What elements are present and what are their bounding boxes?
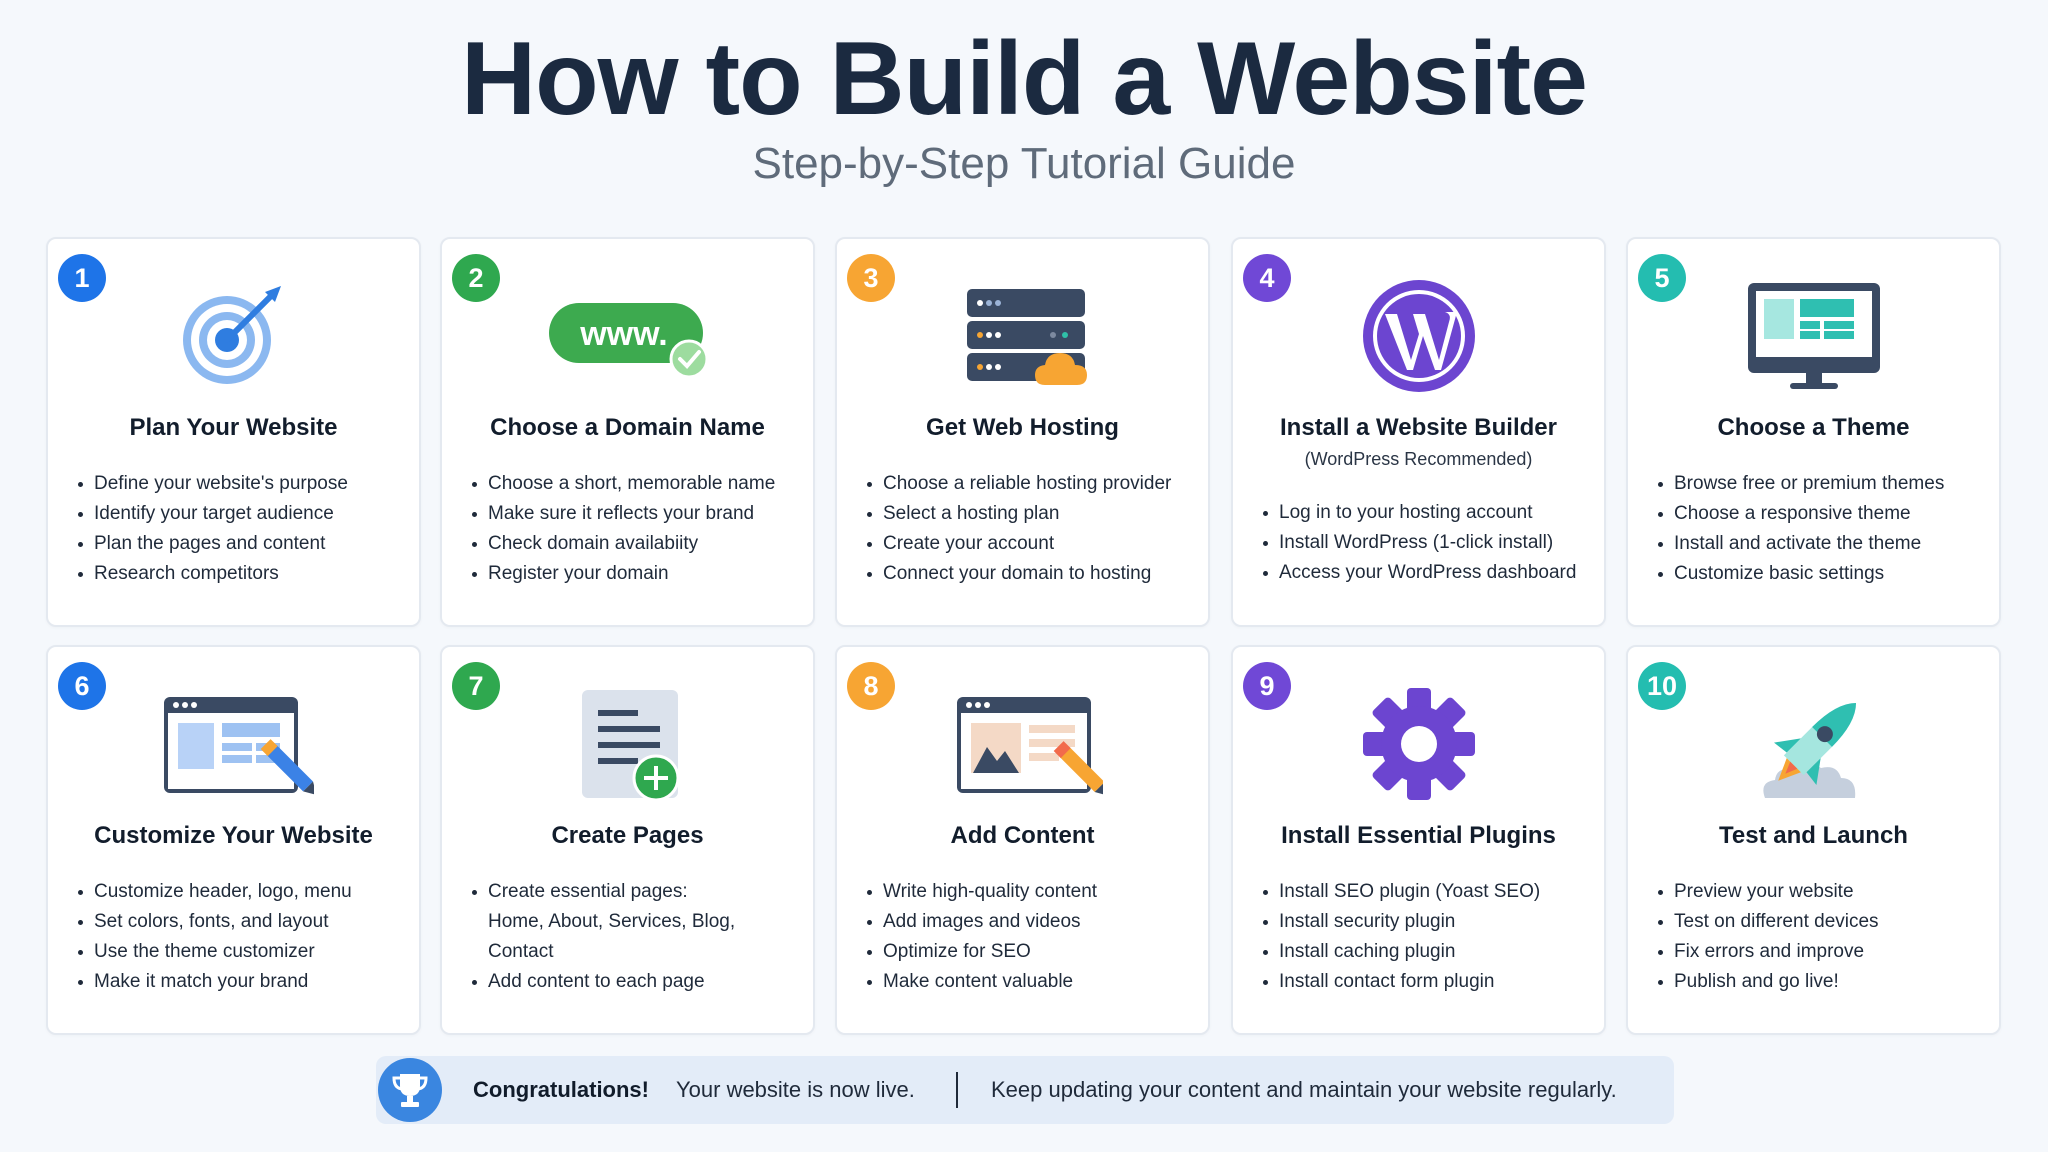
step-item: Make sure it reflects your brand bbox=[472, 499, 799, 529]
step-items: Install SEO plugin (Yoast SEO) Install s… bbox=[1263, 877, 1590, 997]
www-domain-icon: www. bbox=[442, 277, 813, 395]
step-number-badge: 9 bbox=[1243, 662, 1291, 710]
step-number-badge: 6 bbox=[58, 662, 106, 710]
step-title: Install a Website Builder bbox=[1280, 414, 1557, 441]
step-item: Register your domain bbox=[472, 559, 799, 589]
step-title: Install Essential Plugins bbox=[1281, 822, 1556, 849]
step-card-6: 6 Customize Your Website Customize heade… bbox=[46, 645, 421, 1035]
step-item: Create your account bbox=[867, 529, 1194, 559]
step-number-badge: 2 bbox=[452, 254, 500, 302]
step-item: Fix errors and improve bbox=[1658, 937, 1985, 967]
step-card-2: 2 www. Choose a Domain Name Choose a sho… bbox=[440, 237, 815, 627]
step-title: Choose a Theme bbox=[1717, 414, 1910, 441]
step-item: Select a hosting plan bbox=[867, 499, 1194, 529]
step-item: Add content to each page bbox=[472, 967, 799, 997]
step-item: Install and activate the theme bbox=[1658, 529, 1985, 559]
step-card-3: 3 Get Web Hosting Choose a reliable host… bbox=[835, 237, 1210, 627]
www-icon-text: www. bbox=[579, 315, 668, 353]
step-title: Choose a Domain Name bbox=[490, 414, 765, 441]
step-title: Customize Your Website bbox=[94, 822, 373, 849]
step-item: Publish and go live! bbox=[1658, 967, 1985, 997]
step-card-9: 9 Install Essential Plugins Install SEO … bbox=[1231, 645, 1606, 1035]
step-item: Install WordPress (1-click install) bbox=[1263, 528, 1590, 558]
trophy-icon bbox=[378, 1058, 442, 1122]
step-item: Optimize for SEO bbox=[867, 937, 1194, 967]
step-card-10: 10 Test and Launch Preview your website … bbox=[1626, 645, 2001, 1035]
step-number-badge: 1 bbox=[58, 254, 106, 302]
step-item: Identify your target audience bbox=[78, 499, 405, 529]
step-title: Test and Launch bbox=[1719, 822, 1908, 849]
step-item: Customize header, logo, menu bbox=[78, 877, 405, 907]
gear-icon bbox=[1233, 685, 1604, 803]
step-subtitle: (WordPress Recommended) bbox=[1304, 449, 1533, 469]
step-card-5: 5 Choose a Theme Browse free or premium … bbox=[1626, 237, 2001, 627]
step-card-7: 7 Create Pages Create essential pages: H… bbox=[440, 645, 815, 1035]
rocket-icon bbox=[1628, 685, 1999, 803]
step-item: Install SEO plugin (Yoast SEO) bbox=[1263, 877, 1590, 907]
add-page-icon bbox=[442, 685, 813, 803]
step-item: Set colors, fonts, and layout bbox=[78, 907, 405, 937]
step-number-badge: 5 bbox=[1638, 254, 1686, 302]
step-item: Choose a reliable hosting provider bbox=[867, 469, 1194, 499]
server-icon bbox=[837, 277, 1208, 395]
live-text: Your website is now live. bbox=[676, 1077, 915, 1102]
step-title: Plan Your Website bbox=[129, 414, 338, 441]
step-item: Install contact form plugin bbox=[1263, 967, 1590, 997]
step-title: Add Content bbox=[950, 822, 1095, 849]
congrats-text: Congratulations! bbox=[473, 1077, 649, 1102]
step-item: Check domain availabiity bbox=[472, 529, 799, 559]
step-item: Research competitors bbox=[78, 559, 405, 589]
step-item: Test on different devices bbox=[1658, 907, 1985, 937]
step-number-badge: 8 bbox=[847, 662, 895, 710]
keep-updating-text: Keep updating your content and maintain … bbox=[991, 1077, 1617, 1102]
step-title: Get Web Hosting bbox=[926, 414, 1119, 441]
step-number-badge: 7 bbox=[452, 662, 500, 710]
step-item: Use the theme customizer bbox=[78, 937, 405, 967]
step-items: Choose a short, memorable name Make sure… bbox=[472, 469, 799, 589]
congrats-banner: Congratulations! Your website is now liv… bbox=[376, 1056, 1674, 1124]
step-item: Browse free or premium themes bbox=[1658, 469, 1985, 499]
step-item: Access your WordPress dashboard bbox=[1263, 558, 1590, 588]
step-item: Choose a responsive theme bbox=[1658, 499, 1985, 529]
step-item: Install caching plugin bbox=[1263, 937, 1590, 967]
step-number-badge: 4 bbox=[1243, 254, 1291, 302]
step-item: Preview your website bbox=[1658, 877, 1985, 907]
target-icon bbox=[48, 277, 419, 395]
step-item: Make it match your brand bbox=[78, 967, 405, 997]
step-number-badge: 3 bbox=[847, 254, 895, 302]
wordpress-icon bbox=[1233, 277, 1604, 395]
step-item: Create essential pages: Home, About, Ser… bbox=[472, 877, 799, 967]
step-item: Install security plugin bbox=[1263, 907, 1590, 937]
step-items: Customize header, logo, menu Set colors,… bbox=[78, 877, 405, 997]
step-items: Create essential pages: Home, About, Ser… bbox=[472, 877, 799, 997]
step-item: Connect your domain to hosting bbox=[867, 559, 1194, 589]
step-card-1: 1 Plan Your Website Define your website'… bbox=[46, 237, 421, 627]
page-subtitle: Step-by-Step Tutorial Guide bbox=[752, 139, 1296, 188]
content-edit-icon bbox=[837, 685, 1208, 803]
monitor-theme-icon bbox=[1628, 277, 1999, 395]
step-items: Write high-quality content Add images an… bbox=[867, 877, 1194, 997]
step-card-4: 4 Install a Website Builder (WordPress R… bbox=[1231, 237, 1606, 627]
step-item: Add images and videos bbox=[867, 907, 1194, 937]
step-items: Preview your website Test on different d… bbox=[1658, 877, 1985, 997]
step-card-8: 8 Add Content Write high-quality content… bbox=[835, 645, 1210, 1035]
page-title: How to Build a Website bbox=[461, 21, 1588, 137]
step-item: Define your website's purpose bbox=[78, 469, 405, 499]
browser-edit-icon bbox=[48, 685, 419, 803]
step-item: Choose a short, memorable name bbox=[472, 469, 799, 499]
step-title: Create Pages bbox=[551, 822, 704, 849]
step-items: Choose a reliable hosting provider Selec… bbox=[867, 469, 1194, 589]
banner-divider bbox=[956, 1072, 958, 1108]
step-items: Define your website's purpose Identify y… bbox=[78, 469, 405, 589]
step-item: Log in to your hosting account bbox=[1263, 498, 1590, 528]
step-items: Browse free or premium themes Choose a r… bbox=[1658, 469, 1985, 589]
step-item: Write high-quality content bbox=[867, 877, 1194, 907]
step-item: Make content valuable bbox=[867, 967, 1194, 997]
step-items: Log in to your hosting account Install W… bbox=[1263, 498, 1590, 588]
step-item: Customize basic settings bbox=[1658, 559, 1985, 589]
step-number-badge: 10 bbox=[1638, 662, 1686, 710]
step-item: Plan the pages and content bbox=[78, 529, 405, 559]
